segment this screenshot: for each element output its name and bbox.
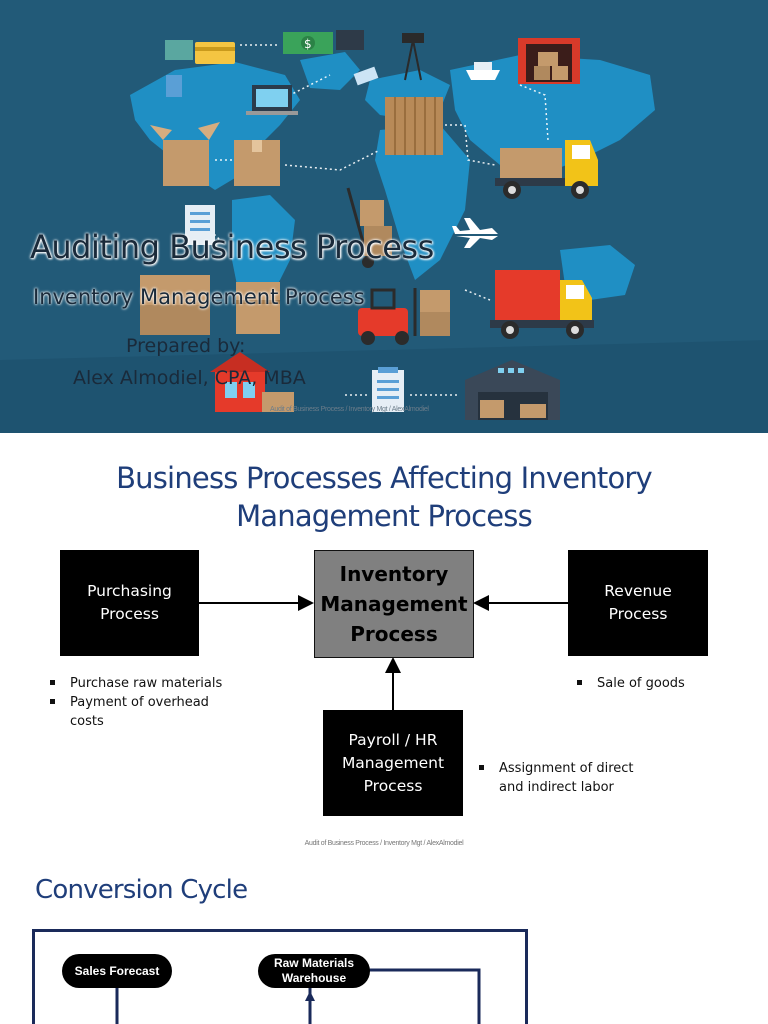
raw-materials-line1: Raw Materials [273, 956, 355, 970]
africa-shape [375, 125, 470, 280]
revenue-line1: Revenue [604, 582, 672, 600]
open-box-icon [150, 122, 220, 186]
cash-icon: $ [283, 30, 364, 54]
author-name: Alex Almodiel, CPA, MBA [73, 367, 306, 389]
slide-title: Conversion Cycle [35, 875, 248, 905]
truck-icon-red [490, 270, 594, 339]
presentation-subtitle: Inventory Management Process [33, 285, 365, 309]
flow-lines [115, 968, 481, 1024]
hand-truck-icon [346, 187, 392, 268]
money-stack-icon [353, 66, 379, 86]
checklist-icon [185, 205, 215, 245]
warehouse-icon [465, 360, 560, 420]
clipboard-icon [372, 367, 404, 412]
payroll-line3: Process [363, 776, 423, 795]
container-with-boxes-icon [518, 38, 580, 84]
purchasing-line1: Purchasing [87, 582, 172, 600]
ship-icon [466, 62, 500, 80]
purchasing-line2: Process [100, 605, 159, 623]
inventory-management-box: Inventory Management Process [314, 550, 474, 658]
sales-forecast-label: Sales Forecast [74, 963, 160, 978]
bullet-item: Assignment of direct and indirect labor [477, 759, 657, 797]
inventory-line1: Inventory [339, 562, 449, 586]
diagram-frame [32, 929, 528, 1024]
airplane-icon [452, 218, 498, 248]
purchasing-process-box: Purchasing Process [60, 550, 199, 656]
raw-materials-line2: Warehouse [281, 971, 347, 985]
calculator-icon [166, 75, 182, 97]
revenue-process-box: Revenue Process [568, 550, 708, 656]
title-slide: $ [0, 0, 768, 433]
inventory-line2: Management [320, 592, 468, 616]
slide-footer: Audit of Business Process / Inventory Mg… [304, 840, 464, 847]
slide-title-line1: Business Processes Affecting Inventory [116, 461, 653, 495]
conversion-cycle-slide: Conversion Cycle Sales Forecast Raw Mate… [0, 863, 768, 1024]
payroll-bullets: Assignment of direct and indirect labor [477, 759, 657, 797]
payroll-line1: Payroll / HR [348, 730, 438, 749]
business-processes-slide: Business Processes Affecting Inventory M… [0, 433, 768, 863]
slide-title-line2: Management Process [236, 499, 533, 533]
bullet-item: Purchase raw materials [48, 674, 228, 693]
inventory-line3: Process [350, 622, 438, 646]
revenue-bullets: Sale of goods [575, 674, 715, 693]
truck-icon-yellow [495, 140, 598, 199]
revenue-line2: Process [608, 605, 668, 623]
forklift-icon [358, 288, 450, 345]
process-arrows [199, 595, 568, 710]
payroll-hr-box: Payroll / HR Management Process [323, 710, 463, 816]
payroll-bullet-line2: and indirect labor [499, 780, 614, 795]
raw-materials-warehouse-node: Raw Materials Warehouse [258, 954, 370, 988]
presentation-title: Auditing Business Process [30, 228, 434, 266]
payroll-line2: Management [341, 753, 445, 772]
purchasing-bullets: Purchase raw materials Payment of overhe… [48, 674, 228, 731]
store-icon [210, 352, 294, 412]
sales-forecast-node: Sales Forecast [62, 954, 172, 988]
world-map-illustration: $ [0, 30, 768, 433]
tripod-icon [402, 33, 424, 81]
wooden-crate-icon [385, 97, 443, 155]
payroll-bullet-line1: Assignment of direct [499, 761, 634, 776]
payment-card-icon [165, 40, 235, 64]
shopping-cart-laptop-icon [246, 85, 298, 115]
prepared-by-label: Prepared by: [126, 335, 246, 357]
greenland-shape [300, 52, 360, 90]
bullet-item: Sale of goods [575, 674, 715, 693]
asia-shape [450, 55, 655, 175]
bullet-item: Payment of overhead costs [48, 693, 228, 731]
svg-text:$: $ [304, 37, 312, 51]
closed-box-icon [234, 140, 280, 186]
slide-footer: Audit of Business Process / Inventory Mg… [270, 406, 429, 413]
slide-title: Business Processes Affecting Inventory M… [0, 459, 768, 535]
box-stack-icon [140, 275, 280, 335]
